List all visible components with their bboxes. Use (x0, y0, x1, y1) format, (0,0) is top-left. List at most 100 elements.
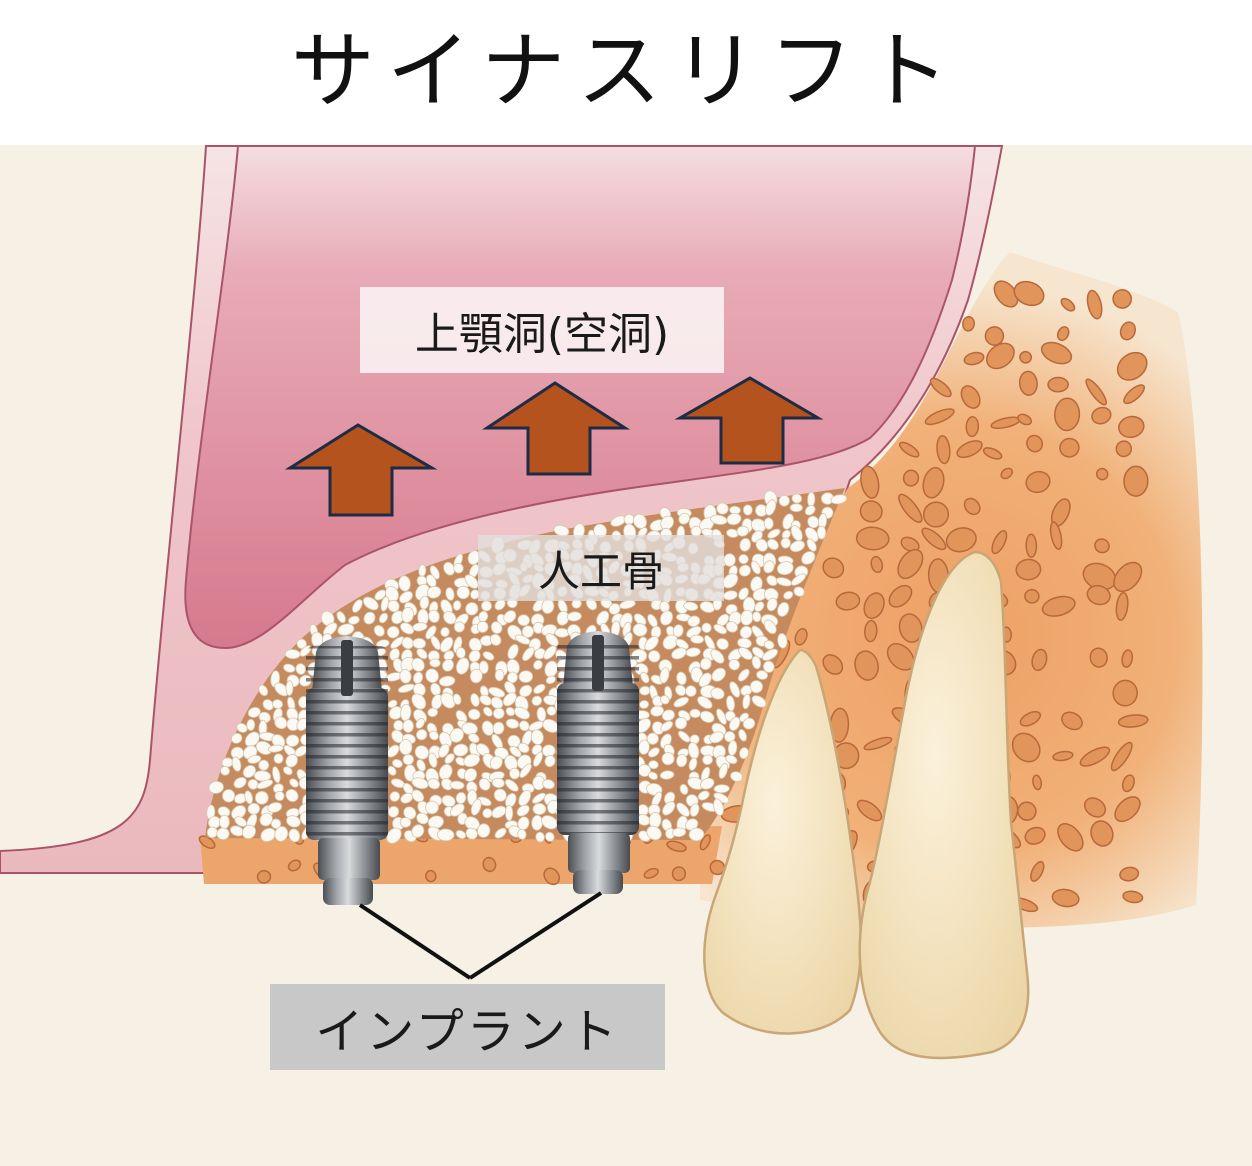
graft-granule (426, 585, 442, 599)
bone-pore (1091, 406, 1112, 425)
graft-granule (400, 656, 416, 672)
graft-granule (411, 824, 425, 838)
graft-granule (503, 610, 517, 624)
graft-granule (725, 754, 738, 765)
graft-granule (738, 587, 749, 601)
graft-granule (403, 806, 417, 820)
graft-granule (766, 538, 779, 551)
graft-granule (633, 613, 647, 626)
graft-granule (267, 802, 283, 813)
bone-pore (960, 385, 981, 409)
graft-granule (400, 622, 415, 635)
graft-granule (352, 599, 363, 613)
graft-granule (640, 671, 650, 684)
bone-pore (543, 867, 561, 886)
graft-granule (713, 784, 730, 794)
graft-granule (661, 752, 675, 766)
bone-pore (1121, 774, 1135, 793)
bone-pore (1116, 351, 1148, 381)
implant-label-text: インプラント (315, 1004, 620, 1060)
bone-pore (963, 351, 985, 366)
graft-granule (789, 503, 803, 513)
graft-granule (646, 825, 662, 841)
graft-granule (412, 682, 426, 697)
implant-right (557, 631, 639, 894)
graft-granule (723, 730, 736, 743)
graft-granule (453, 621, 465, 633)
bone-pore (991, 530, 1008, 555)
graft-granule (608, 603, 621, 615)
graft-granule (234, 816, 247, 827)
graft-granule (763, 560, 775, 574)
bone-pore (198, 835, 216, 850)
bone-pore (929, 377, 952, 398)
graft-granule (791, 493, 803, 504)
graft-granule (444, 753, 455, 764)
graft-granule (231, 805, 247, 820)
graft-granule (685, 685, 697, 697)
graft-granule (531, 695, 543, 707)
graft-granule (289, 778, 299, 788)
bone-pore (482, 856, 497, 873)
graft-granule (793, 586, 805, 597)
graft-granule (755, 538, 768, 552)
graft-granule (726, 513, 742, 526)
graft-granule (700, 777, 715, 790)
graft-granule (763, 517, 774, 530)
graft-granule (221, 789, 236, 803)
graft-granule (713, 623, 727, 635)
graft-granule (443, 650, 455, 661)
graft-granule (231, 756, 242, 772)
bone-pore (1019, 350, 1033, 364)
bone-pore (1025, 533, 1038, 558)
graft-granule (750, 560, 761, 575)
graft-granule (516, 804, 530, 817)
graft-granule (676, 671, 687, 686)
bone-pore (1060, 297, 1076, 312)
graft-granule (505, 706, 516, 717)
graft-granule (478, 777, 491, 791)
graft-granule (816, 525, 827, 540)
graft-granule (661, 709, 676, 722)
graft-granule (464, 574, 479, 589)
graft-granule (452, 600, 462, 611)
graft-granule (389, 648, 400, 661)
bone-pore (859, 500, 883, 523)
graft-granule (632, 623, 648, 637)
graft-granule (206, 826, 218, 839)
graft-granule (455, 657, 470, 675)
graft-granule (738, 729, 747, 742)
graft-granule (738, 554, 749, 565)
graft-granule (544, 755, 556, 768)
graft-granule (716, 708, 727, 725)
leader-line (468, 891, 603, 980)
graft-granule (416, 812, 429, 825)
bone-pore (1047, 376, 1069, 393)
graft-granule (763, 640, 775, 650)
bone-pore (1054, 397, 1081, 432)
graft-granule (467, 708, 481, 721)
graft-granule (751, 655, 762, 670)
graft-granule (507, 643, 519, 660)
graft-granule (518, 670, 534, 683)
graft-granule (648, 760, 659, 770)
graft-granule (674, 716, 688, 730)
graft-granule (428, 609, 440, 623)
bone-pore (900, 536, 920, 553)
graft-granule (504, 779, 519, 792)
graft-granule (737, 668, 750, 682)
tooth-right (858, 550, 1030, 1060)
bone-pore (1056, 326, 1070, 342)
graft-granule (738, 564, 751, 577)
bone-pore (1113, 561, 1143, 593)
graft-granule (531, 792, 546, 804)
graft-granule (256, 779, 274, 790)
graft-granule (285, 788, 299, 803)
bone-pore (1024, 826, 1046, 845)
page-title: サイナスリフト (290, 22, 962, 120)
bone-pore (1089, 647, 1108, 668)
graft-granule (416, 648, 428, 660)
bone-pore (1017, 413, 1033, 426)
graft-granule (519, 684, 533, 698)
graft-granule (438, 675, 456, 687)
